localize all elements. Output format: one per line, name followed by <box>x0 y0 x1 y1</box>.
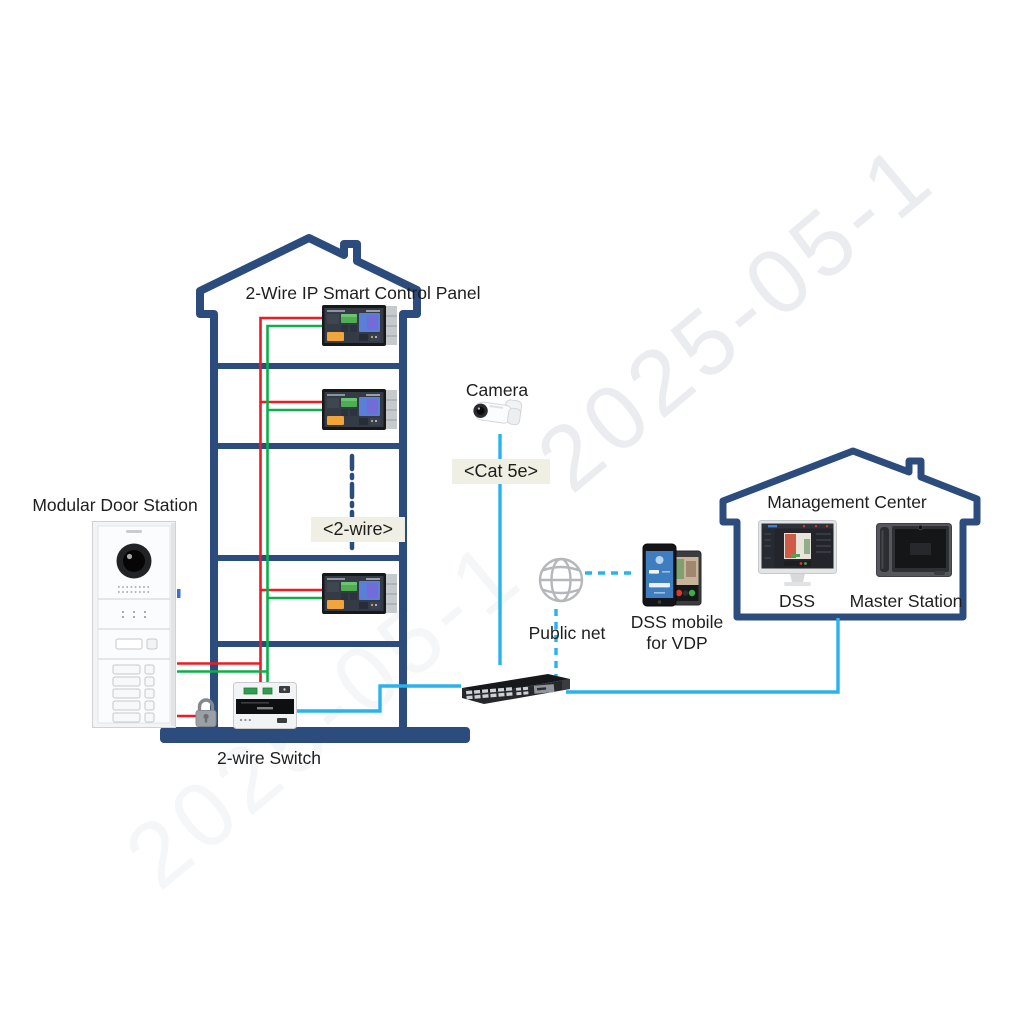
cable-2wire-switch-to-net-switch <box>297 684 461 713</box>
indoor-monitor-2 <box>322 389 398 435</box>
two-wire-red <box>177 316 323 718</box>
dss-label: DSS <box>779 591 815 611</box>
master-station-label: Master Station <box>849 591 963 611</box>
dss-monitor-image <box>758 520 840 595</box>
dss-mobile-phones-image <box>642 543 704 614</box>
padlock-icon <box>194 696 218 734</box>
indoor-monitor-1 <box>322 305 398 351</box>
door-station-image <box>92 521 176 733</box>
back-phone <box>669 550 702 606</box>
master-station-image <box>876 521 954 584</box>
two-wire-switch-label: 2-wire Switch <box>216 748 322 768</box>
wall-mark <box>177 589 181 598</box>
camera-image <box>468 396 530 443</box>
globe-icon <box>538 557 584 608</box>
mobile-app-label-line2: for VDP <box>646 633 708 653</box>
two-wire-switch-image <box>233 682 297 734</box>
building-title: 2-Wire IP Smart Control Panel <box>245 283 481 303</box>
two-wire-green <box>177 324 323 684</box>
two-wire-bus-tag: <2-wire> <box>310 517 406 542</box>
door-station-label: Modular Door Station <box>32 495 198 515</box>
cat5e-cable-tag: <Cat 5e> <box>451 459 551 484</box>
floor-lines <box>214 363 403 647</box>
network-switch-image <box>456 666 578 717</box>
indoor-monitor-3 <box>322 573 398 619</box>
public-net-label: Public net <box>528 623 606 643</box>
building-ground-bar <box>160 727 470 743</box>
cable-net-switch-to-management <box>566 618 840 694</box>
management-center-title: Management Center <box>767 492 927 512</box>
mobile-app-label-line1: DSS mobile <box>630 612 724 632</box>
front-phone <box>642 543 677 607</box>
management-house-outline <box>719 447 981 621</box>
camera-label: Camera <box>465 380 529 400</box>
